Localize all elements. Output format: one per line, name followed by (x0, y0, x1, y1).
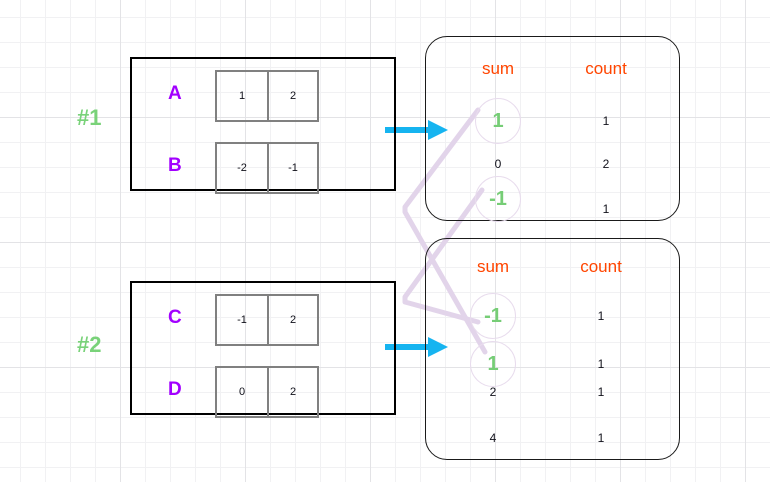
cell-d-1: 2 (267, 368, 317, 416)
result-2-count-1: 1 (597, 357, 605, 371)
cell-c-0: -1 (237, 314, 247, 326)
cell-b-0: -2 (237, 162, 247, 174)
cell-pair-b: -2 -1 (215, 142, 319, 194)
cell-d-0: 0 (238, 386, 246, 398)
cell-a-1: 2 (267, 72, 317, 120)
row-label-a: A (168, 83, 182, 104)
result-box-1: sum count 1 1 0 2 -1 1 (425, 36, 680, 222)
row-label-b: B (168, 155, 182, 176)
result-1-count-2: 1 (602, 202, 610, 216)
result-1-sum-2: -1 (475, 176, 521, 222)
result-1-count-header: count (585, 59, 627, 78)
result-1-sum-header: sum (481, 59, 515, 78)
result-1-sum-0: 1 (475, 98, 521, 144)
input-partition-box-2: C -1 2 D 0 2 (130, 281, 396, 418)
result-2-count-header: count (580, 257, 622, 276)
result-1-count-0: 1 (602, 114, 610, 128)
result-2-sum-2: 2 (489, 385, 497, 399)
result-2-sum-1: 1 (470, 341, 516, 387)
result-2-sum-0: -1 (470, 293, 516, 339)
result-1-count-1: 2 (602, 157, 610, 171)
input-partition-box-1: A 1 2 B -2 -1 (130, 57, 396, 194)
cell-pair-d: 0 2 (215, 366, 319, 418)
result-2-count-0: 1 (597, 309, 605, 323)
result-2-count-2: 1 (597, 385, 605, 399)
cell-a-0: 1 (238, 90, 246, 102)
cell-b-1: -1 (267, 144, 317, 192)
cell-pair-c: -1 2 (215, 294, 319, 346)
result-1-sum-1: 0 (494, 157, 502, 171)
row-label-d: D (168, 379, 182, 400)
row-label-c: C (168, 307, 182, 328)
result-2-count-3: 1 (597, 431, 605, 445)
cell-pair-a: 1 2 (215, 70, 319, 122)
result-box-2: sum count -1 1 1 1 2 1 4 1 (425, 238, 680, 460)
result-2-sum-header: sum (476, 257, 510, 276)
partition-label-1: #1 (77, 105, 102, 130)
partition-label-2: #2 (77, 332, 102, 357)
result-2-sum-3: 4 (489, 431, 497, 445)
cell-c-1: 2 (267, 296, 317, 344)
